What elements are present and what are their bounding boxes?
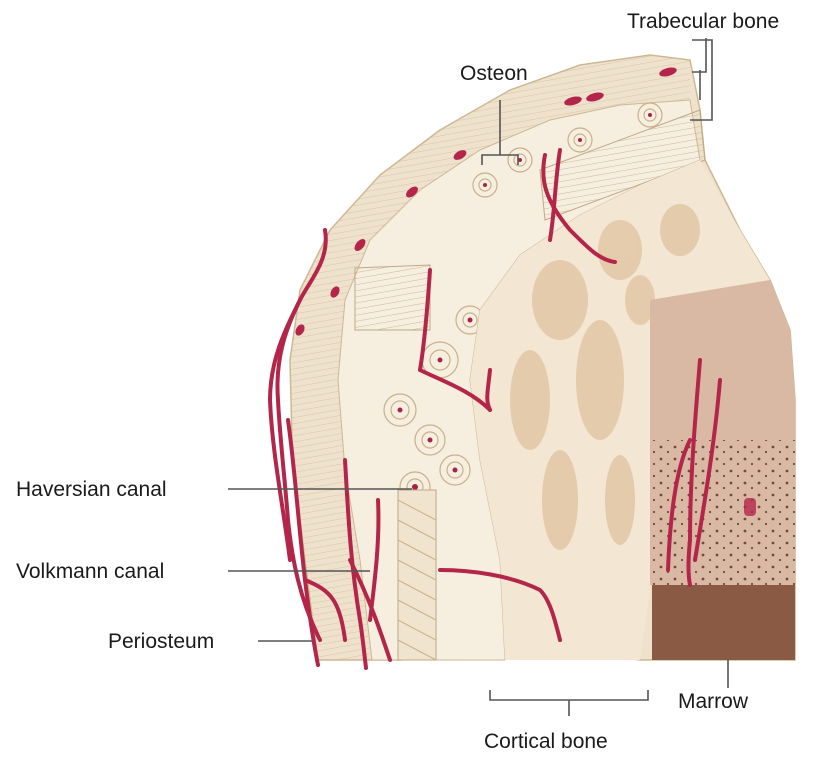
- label-osteon: Osteon: [460, 62, 528, 86]
- cut-face: [355, 265, 430, 330]
- label-volkmann-canal: Volkmann canal: [16, 560, 164, 584]
- label-haversian-canal: Haversian canal: [16, 478, 167, 502]
- marrow-dark: [652, 585, 795, 660]
- marrow-cylinder: [744, 498, 756, 516]
- label-cortical-bone: Cortical bone: [484, 730, 608, 754]
- label-periosteum: Periosteum: [108, 630, 214, 654]
- label-marrow: Marrow: [678, 690, 748, 714]
- osteon-column: [398, 490, 436, 660]
- label-trabecular-bone: Trabecular bone: [627, 10, 779, 34]
